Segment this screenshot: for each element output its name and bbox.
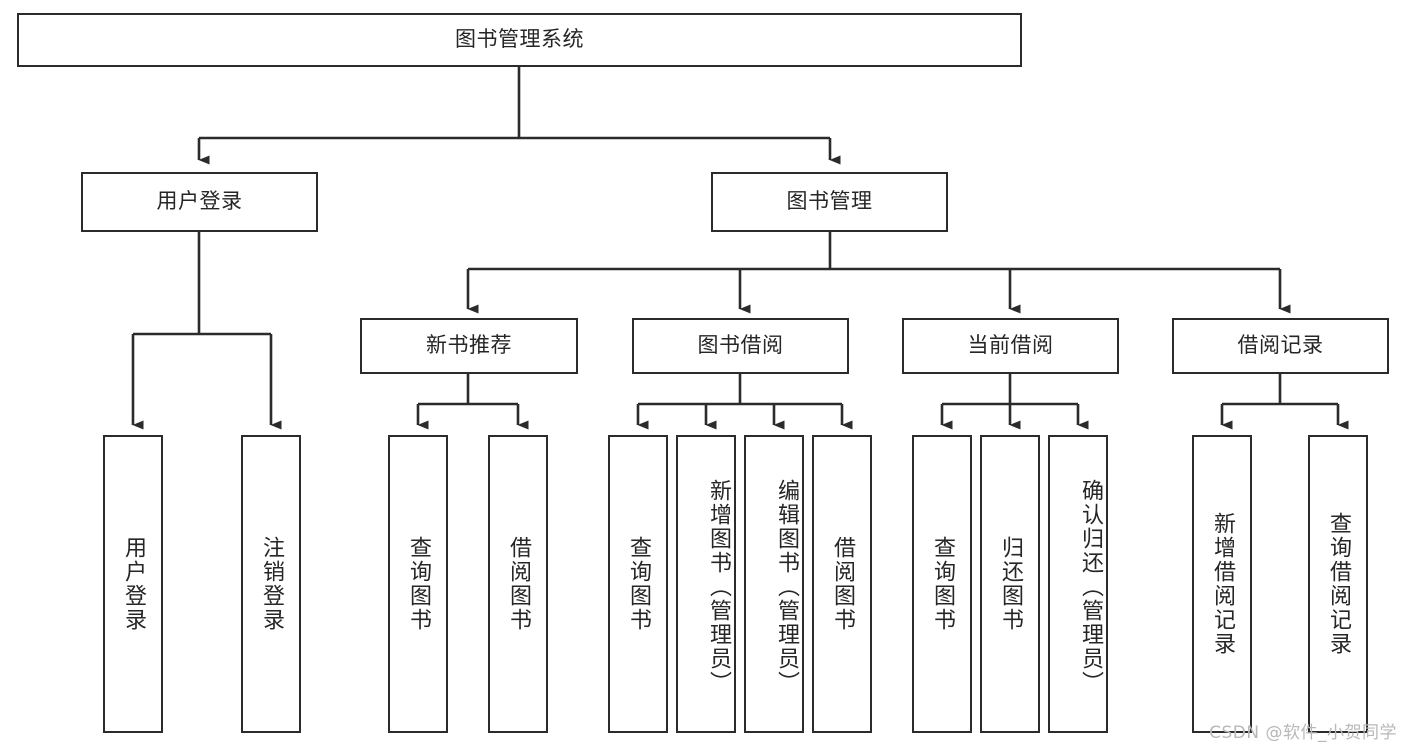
- node-leaf-add-book[interactable]: 新增图书（管理员）: [676, 435, 736, 733]
- node-leaf-query-record[interactable]: 查询借阅记录: [1308, 435, 1368, 733]
- node-leaf-query-book-1[interactable]: 查询图书: [388, 435, 448, 733]
- watermark: CSDN @软件_小贺同学: [1209, 723, 1397, 743]
- node-leaf-user-login[interactable]: 用户登录: [103, 435, 163, 733]
- node-new-book-rec-label: 新书推荐: [426, 333, 512, 358]
- node-leaf-confirm-return[interactable]: 确认归还（管理员）: [1048, 435, 1108, 733]
- node-leaf-add-book-label: 新增图书（管理员）: [706, 479, 731, 695]
- node-current-borrow-label: 当前借阅: [967, 333, 1054, 358]
- node-user-login-label: 用户登录: [156, 189, 243, 214]
- node-leaf-edit-book[interactable]: 编辑图书（管理员）: [744, 435, 804, 733]
- node-leaf-query-book-3-label: 查询图书: [929, 536, 955, 632]
- node-leaf-return-book-label: 归还图书: [997, 536, 1023, 632]
- node-leaf-user-login-label: 用户登录: [120, 536, 146, 632]
- node-book-borrow[interactable]: 图书借阅: [632, 318, 849, 374]
- node-leaf-logout[interactable]: 注销登录: [241, 435, 301, 733]
- node-leaf-borrow-book-2-label: 借阅图书: [829, 536, 855, 632]
- node-leaf-edit-book-label: 编辑图书（管理员）: [774, 479, 799, 695]
- node-borrow-record[interactable]: 借阅记录: [1172, 318, 1389, 374]
- node-leaf-query-book-2-label: 查询图书: [625, 536, 651, 632]
- node-book-manage-label: 图书管理: [786, 189, 873, 214]
- node-borrow-record-label: 借阅记录: [1237, 333, 1324, 358]
- node-leaf-add-record-label: 新增借阅记录: [1209, 512, 1235, 656]
- node-leaf-borrow-book-1-label: 借阅图书: [505, 536, 531, 632]
- node-root[interactable]: 图书管理系统: [17, 13, 1022, 67]
- node-current-borrow[interactable]: 当前借阅: [902, 318, 1119, 374]
- node-leaf-query-book-2[interactable]: 查询图书: [608, 435, 668, 733]
- node-leaf-query-book-1-label: 查询图书: [405, 536, 431, 632]
- node-new-book-rec[interactable]: 新书推荐: [360, 318, 578, 374]
- node-leaf-query-book-3[interactable]: 查询图书: [912, 435, 972, 733]
- node-leaf-borrow-book-1[interactable]: 借阅图书: [488, 435, 548, 733]
- node-leaf-borrow-book-2[interactable]: 借阅图书: [812, 435, 872, 733]
- node-book-manage[interactable]: 图书管理: [711, 172, 948, 232]
- node-leaf-return-book[interactable]: 归还图书: [980, 435, 1040, 733]
- node-root-label: 图书管理系统: [455, 27, 584, 52]
- node-book-borrow-label: 图书借阅: [697, 333, 784, 358]
- node-user-login[interactable]: 用户登录: [81, 172, 318, 232]
- node-leaf-add-record[interactable]: 新增借阅记录: [1192, 435, 1252, 733]
- node-leaf-query-record-label: 查询借阅记录: [1325, 512, 1351, 656]
- node-leaf-logout-label: 注销登录: [258, 536, 284, 632]
- node-leaf-confirm-return-label: 确认归还（管理员）: [1078, 479, 1103, 695]
